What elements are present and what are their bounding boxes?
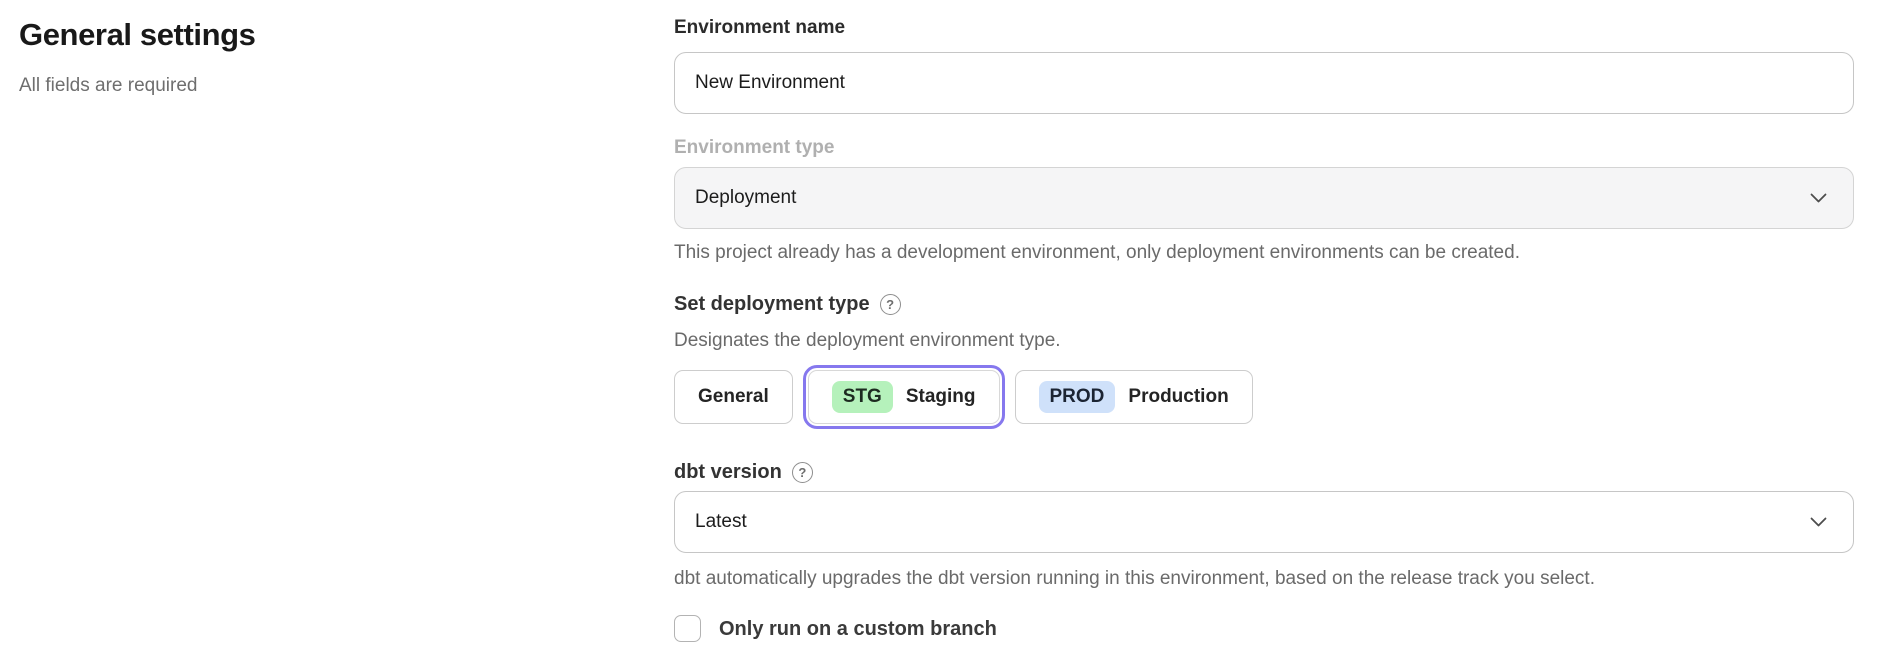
dbt-version-value: Latest (695, 511, 747, 532)
dbt-version-label: dbt version (674, 461, 782, 483)
deployment-type-option-label: Staging (905, 386, 976, 407)
deployment-type-heading-row: Set deployment type ? (674, 291, 1854, 317)
environment-type-value: Deployment (695, 187, 797, 208)
deployment-type-description: Designates the deployment environment ty… (674, 330, 1061, 351)
environment-name-label: Environment name (674, 17, 846, 38)
environment-type-label: Environment type (674, 137, 835, 158)
custom-branch-row: Only run on a custom branch (674, 615, 1854, 642)
deployment-type-option-staging[interactable]: STG Staging (807, 370, 1000, 424)
deployment-type-option-label: Production (1128, 386, 1229, 407)
dbt-version-heading-row: dbt version ? (674, 459, 1854, 485)
settings-intro: General settings All fields are required (0, 0, 674, 642)
deployment-type-heading: Set deployment type (674, 293, 870, 315)
deployment-type-option-production[interactable]: PROD Production (1014, 370, 1253, 424)
deployment-type-options: General STG Staging PROD Production (674, 365, 1854, 429)
custom-branch-label: Only run on a custom branch (719, 617, 997, 640)
chevron-down-icon (1810, 517, 1827, 526)
environment-type-helper: This project already has a development e… (674, 242, 1520, 263)
custom-branch-checkbox[interactable] (674, 615, 701, 642)
deployment-type-option-label: General (698, 386, 769, 407)
selected-option-ring: STG Staging (802, 365, 1005, 429)
dbt-version-select[interactable]: Latest (674, 491, 1854, 553)
help-icon[interactable]: ? (791, 461, 813, 483)
stg-badge: STG (831, 381, 893, 413)
environment-type-select: Deployment (674, 167, 1854, 229)
dbt-version-helper: dbt automatically upgrades the dbt versi… (674, 568, 1595, 589)
chevron-down-icon (1810, 193, 1827, 202)
deployment-type-option-general[interactable]: General (674, 370, 793, 424)
environment-form: Environment name Environment type Deploy… (674, 0, 1854, 642)
environment-name-input[interactable] (674, 52, 1854, 114)
prod-badge: PROD (1038, 381, 1116, 413)
page-subtitle: All fields are required (19, 75, 198, 96)
page-title: General settings (19, 17, 256, 52)
general-settings-page: General settings All fields are required… (0, 0, 1854, 642)
help-icon[interactable]: ? (879, 293, 901, 315)
